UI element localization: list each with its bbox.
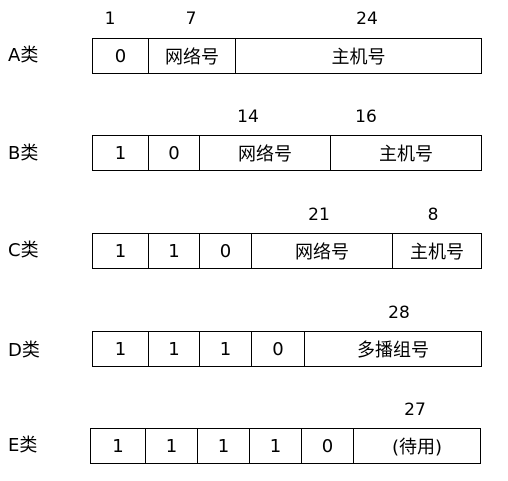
class-e-label: E类 <box>8 435 38 456</box>
class-c-bits-8: 8 <box>427 205 439 225</box>
class-a-bit-0: 0 <box>93 39 149 73</box>
class-d-bit-2: 1 <box>200 332 252 366</box>
class-b-address-row: 1 0 网络号 主机号 <box>92 135 482 171</box>
class-e-address-row: 1 1 1 1 0 (待用) <box>90 428 481 464</box>
class-d-label: D类 <box>8 340 40 361</box>
class-b-bit-0: 1 <box>93 136 149 170</box>
class-e-bit-1: 1 <box>146 429 198 463</box>
class-d-multicast-field: 多播组号 <box>357 340 429 361</box>
class-e-bit-2: 1 <box>198 429 250 463</box>
class-a-network-field: 网络号 <box>149 39 236 73</box>
class-d-bits-28: 28 <box>388 303 410 323</box>
class-b-bits-14: 14 <box>237 107 259 127</box>
class-c-network-field: 网络号 <box>252 234 393 268</box>
class-a-label: A类 <box>8 45 39 66</box>
class-a-bits-1: 1 <box>104 9 116 29</box>
class-b-network-field: 网络号 <box>200 136 331 170</box>
class-c-bits-21: 21 <box>308 205 330 225</box>
class-c-address-row: 1 1 0 网络号 主机号 <box>92 233 482 269</box>
class-c-bit-1: 1 <box>149 234 200 268</box>
class-b-host-field: 主机号 <box>379 144 433 165</box>
class-b-label: B类 <box>8 143 39 164</box>
class-c-label: C类 <box>8 240 39 261</box>
class-d-address-row: 1 1 1 0 多播组号 <box>92 331 482 367</box>
class-c-host-field: 主机号 <box>410 242 464 263</box>
class-b-bit-1: 0 <box>149 136 200 170</box>
class-e-reserved-field: (待用) <box>391 437 443 458</box>
class-c-bit-2: 0 <box>200 234 252 268</box>
class-a-address-row: 0 网络号 主机号 <box>92 38 482 74</box>
class-e-bit-3: 1 <box>250 429 302 463</box>
class-d-bit-0: 1 <box>93 332 149 366</box>
class-a-bits-24: 24 <box>356 9 378 29</box>
class-a-bits-7: 7 <box>185 9 197 29</box>
class-c-bit-0: 1 <box>93 234 149 268</box>
class-d-bit-1: 1 <box>149 332 200 366</box>
class-b-bits-16: 16 <box>355 107 377 127</box>
class-e-bit-4: 0 <box>302 429 354 463</box>
class-d-bit-3: 0 <box>252 332 305 366</box>
class-a-host-field: 主机号 <box>331 47 386 68</box>
class-e-bits-27: 27 <box>404 400 426 420</box>
class-e-bit-0: 1 <box>91 429 146 463</box>
